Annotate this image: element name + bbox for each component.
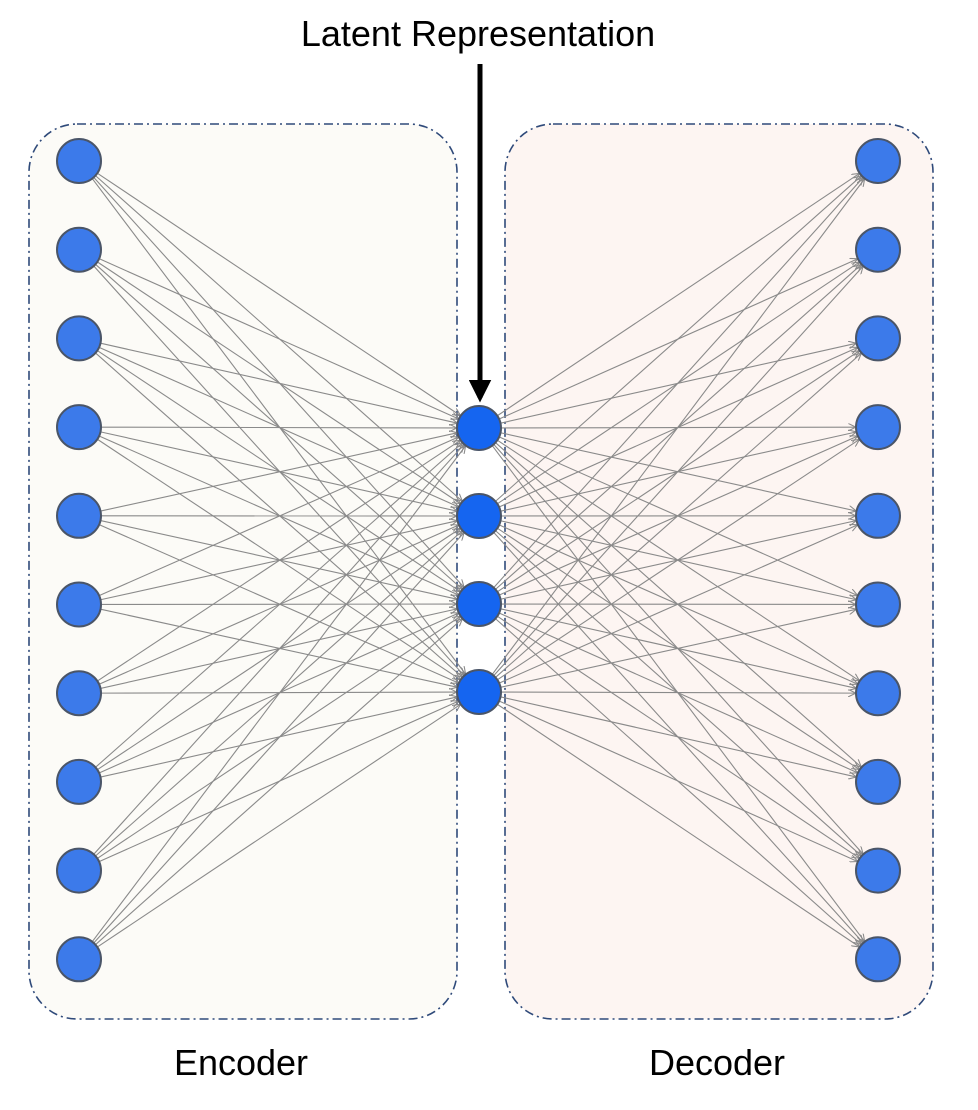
encoder-connection <box>98 437 458 597</box>
encoder-connection <box>100 433 456 512</box>
decoder-connection <box>498 700 857 861</box>
encoder-node <box>56 315 102 362</box>
decoder-connection <box>493 178 863 589</box>
encoder-connections <box>91 172 465 948</box>
encoder-connection <box>91 446 465 943</box>
decoder-connection <box>500 692 855 693</box>
encoder-node <box>56 404 102 451</box>
decoder-node <box>855 138 901 184</box>
decoder-connection <box>491 179 864 675</box>
decoder-nodes <box>855 138 901 983</box>
encoder-connection <box>98 435 458 595</box>
encoder-connection <box>95 443 461 768</box>
encoder-node <box>56 758 102 805</box>
encoder-connection <box>98 258 458 419</box>
decoder-connection <box>495 176 860 502</box>
encoder-connection <box>98 346 458 506</box>
decoder-node <box>855 581 901 628</box>
encoder-nodes <box>56 138 102 983</box>
decoder-connection <box>500 609 855 688</box>
decoder-node <box>855 936 901 983</box>
diagram-title: Latent Representation <box>301 13 655 54</box>
latent-node <box>456 669 502 715</box>
encoder-connection <box>100 427 456 428</box>
encoder-node <box>56 581 102 628</box>
decoder-connection <box>496 703 859 946</box>
encoder-node <box>56 138 102 184</box>
encoder-node <box>56 492 102 539</box>
decoder-node <box>855 226 901 273</box>
decoder-node <box>855 404 901 451</box>
encoder-node <box>56 847 102 894</box>
decoder-connections <box>491 174 864 947</box>
encoder-node <box>56 936 102 983</box>
decoder-connection <box>496 174 859 417</box>
decoder-connection <box>500 696 855 777</box>
decoder-node <box>855 758 901 805</box>
decoder-connection <box>498 525 857 684</box>
encoder-connection <box>96 172 460 415</box>
latent-node <box>456 581 502 627</box>
encoder-node <box>56 226 102 273</box>
decoder-node <box>855 315 901 362</box>
encoder-connection <box>95 619 461 946</box>
encoder-connection <box>93 533 464 944</box>
encoder-connection <box>97 441 459 682</box>
encoder-connection <box>100 431 456 511</box>
encoder-connection <box>93 445 464 855</box>
encoder-connection <box>100 520 456 600</box>
decoder-node <box>855 492 901 539</box>
encoder-connection <box>100 342 456 423</box>
decoder-connection <box>493 267 863 677</box>
decoder-connection <box>495 354 860 678</box>
latent-node <box>456 405 502 451</box>
latent-node <box>456 493 502 539</box>
encoder-box <box>28 123 458 1020</box>
encoder-node <box>56 670 102 717</box>
encoder-label: Encoder <box>174 1042 308 1083</box>
encoder-connection <box>96 705 460 948</box>
decoder-connection <box>497 440 859 681</box>
encoder-connection <box>100 608 456 687</box>
decoder-box <box>504 123 934 1020</box>
encoder-connection <box>98 524 458 683</box>
decoder-node <box>855 847 901 894</box>
latent-nodes <box>456 405 502 715</box>
decoder-label: Decoder <box>649 1042 785 1083</box>
decoder-node <box>855 670 901 717</box>
